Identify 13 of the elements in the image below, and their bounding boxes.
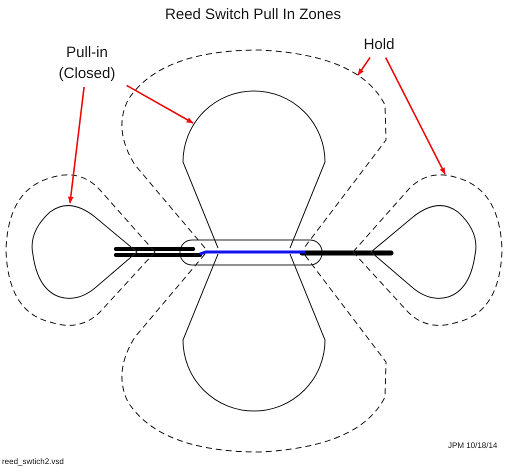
hold-zone-outline bbox=[121, 50, 386, 248]
hold-zone-outline bbox=[352, 174, 502, 326]
diagram-title: Reed Switch Pull In Zones bbox=[164, 6, 342, 23]
leader-line bbox=[126, 84, 194, 124]
zone-label: Pull-in (Closed) bbox=[50, 42, 124, 84]
hold-zone-outline bbox=[6, 174, 156, 326]
note-text: reed_swtich2.vsd bbox=[2, 457, 64, 466]
leader-line bbox=[385, 57, 446, 175]
note-text: JPM 10/18/14 bbox=[448, 441, 498, 450]
hold-zone-outline bbox=[121, 254, 386, 452]
leader-line bbox=[357, 57, 371, 76]
zone-label: Hold bbox=[360, 34, 398, 55]
leader-line bbox=[68, 86, 85, 204]
